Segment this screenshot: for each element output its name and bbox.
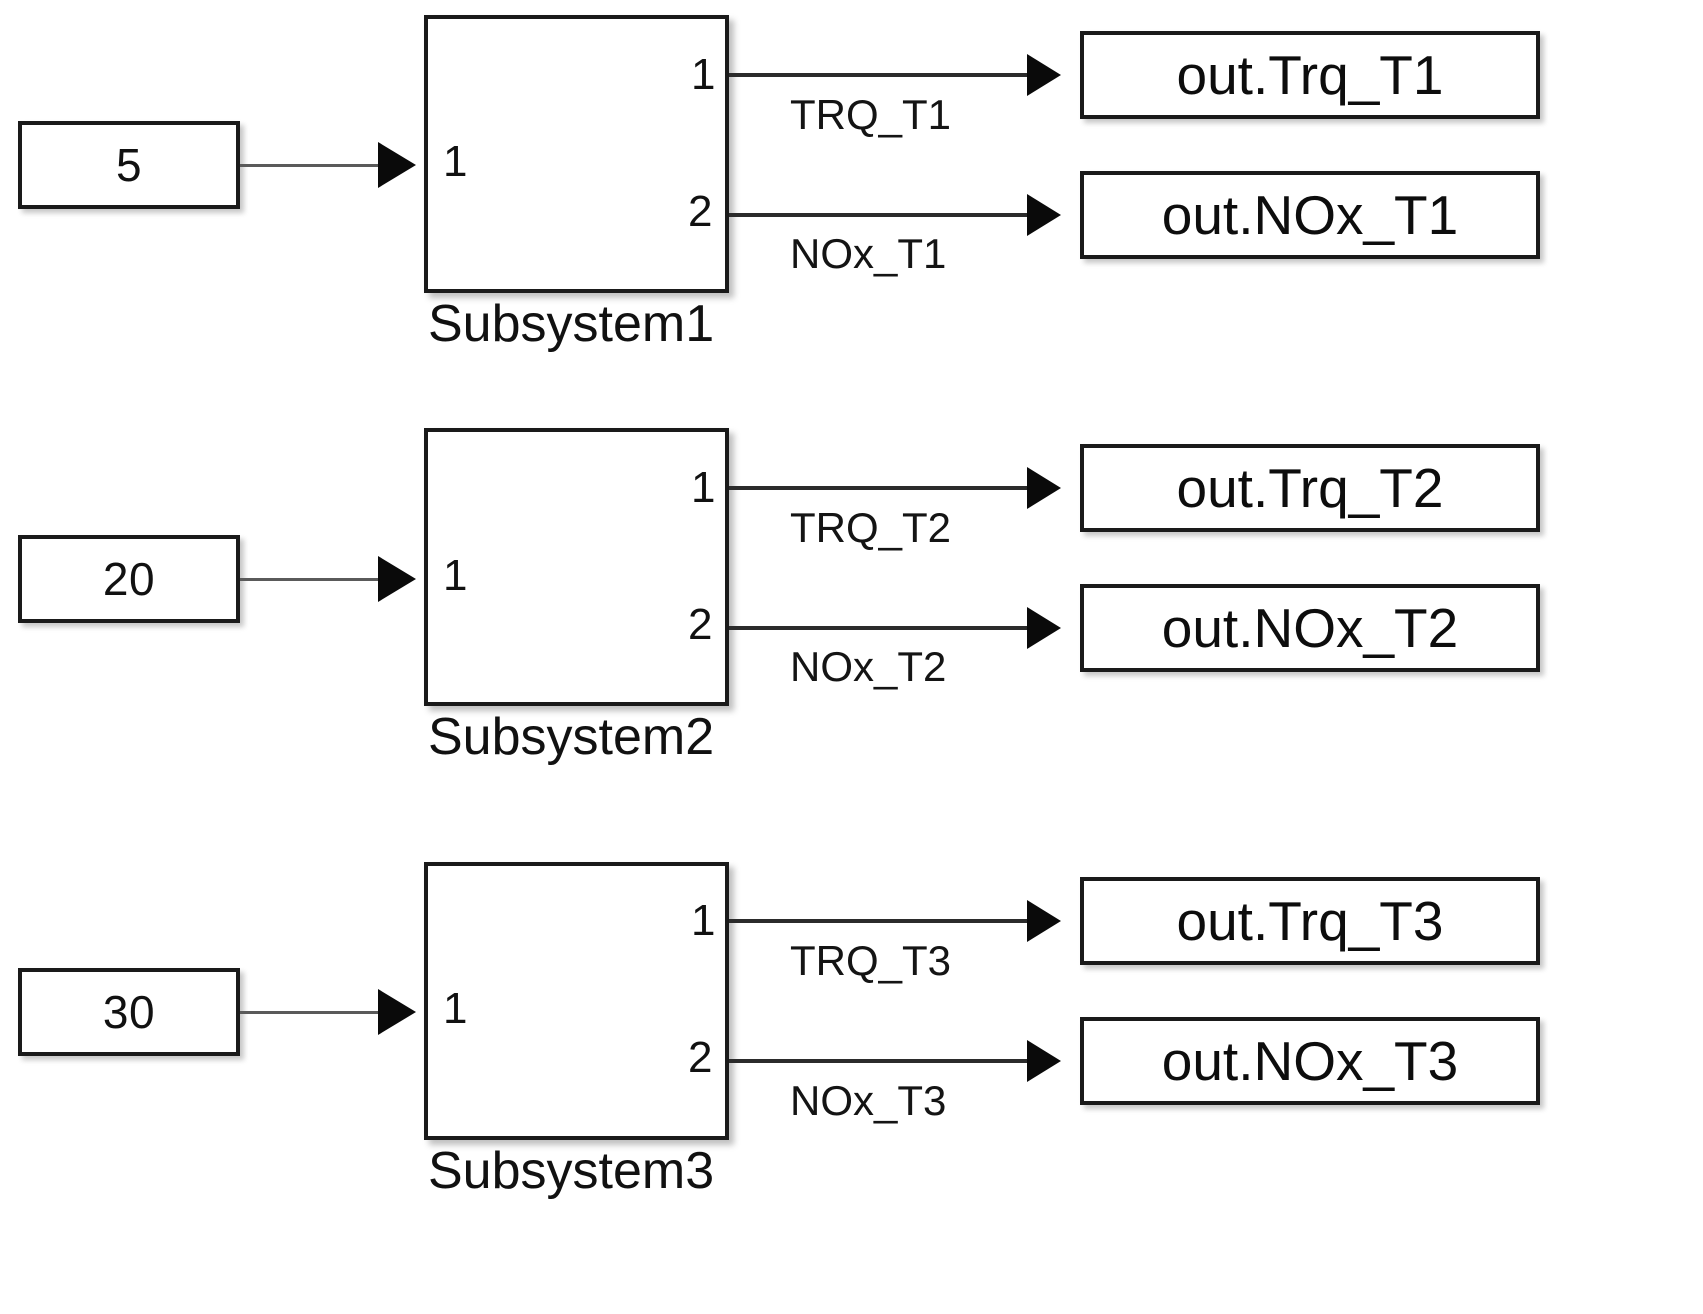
arrowhead-out-nox-1 xyxy=(1027,194,1061,236)
out-block-label: out.Trq_T1 xyxy=(1176,43,1444,106)
subsystem-caption-3: Subsystem3 xyxy=(428,1142,715,1200)
out-block-trq-3[interactable]: out.Trq_T3 xyxy=(1080,877,1540,965)
arrowhead-out-trq-3 xyxy=(1027,900,1061,942)
subsystem-output-port-number-2b: 2 xyxy=(688,600,713,649)
wire-constant-to-subsystem-3 xyxy=(240,1011,378,1014)
subsystem-input-port-number-2: 1 xyxy=(443,551,468,600)
wire-constant-to-subsystem-2 xyxy=(240,578,378,581)
subsystem-block-1[interactable] xyxy=(424,15,729,293)
subsystem-output-port-number-1b: 2 xyxy=(688,187,713,236)
arrowhead-subsystem-input-2 xyxy=(378,556,416,602)
signal-label-nox-1: NOx_T1 xyxy=(790,230,947,277)
subsystem-output-port-number-3a: 1 xyxy=(691,896,716,945)
subsystem-block-3[interactable] xyxy=(424,862,729,1140)
subsystem-caption-1: Subsystem1 xyxy=(428,295,715,353)
signal-label-trq-1: TRQ_T1 xyxy=(790,91,952,138)
out-block-trq-1[interactable]: out.Trq_T1 xyxy=(1080,31,1540,119)
signal-label-nox-3: NOx_T3 xyxy=(790,1077,947,1124)
constant-value: 30 xyxy=(102,986,156,1038)
signal-label-nox-2: NOx_T2 xyxy=(790,643,947,690)
arrowhead-out-nox-2 xyxy=(1027,607,1061,649)
constant-value: 5 xyxy=(115,139,143,191)
out-block-label: out.NOx_T2 xyxy=(1161,596,1459,659)
arrowhead-out-nox-3 xyxy=(1027,1040,1061,1082)
wire-trq-1 xyxy=(729,73,1027,77)
arrowhead-out-trq-2 xyxy=(1027,467,1061,509)
constant-block-1[interactable]: 5 xyxy=(18,121,240,209)
wire-trq-2 xyxy=(729,486,1027,490)
out-block-label: out.NOx_T3 xyxy=(1161,1029,1459,1092)
wire-trq-3 xyxy=(729,919,1027,923)
signal-label-trq-3: TRQ_T3 xyxy=(790,937,952,984)
out-block-trq-2[interactable]: out.Trq_T2 xyxy=(1080,444,1540,532)
wire-nox-3 xyxy=(729,1059,1027,1063)
wire-nox-2 xyxy=(729,626,1027,630)
arrowhead-out-trq-1 xyxy=(1027,54,1061,96)
subsystem-output-port-number-3b: 2 xyxy=(688,1033,713,1082)
out-block-nox-3[interactable]: out.NOx_T3 xyxy=(1080,1017,1540,1105)
arrowhead-subsystem-input-3 xyxy=(378,989,416,1035)
constant-block-2[interactable]: 20 xyxy=(18,535,240,623)
out-block-label: out.Trq_T2 xyxy=(1176,456,1444,519)
wire-constant-to-subsystem-1 xyxy=(240,164,378,167)
out-block-label: out.NOx_T1 xyxy=(1161,183,1459,246)
subsystem-input-port-number-3: 1 xyxy=(443,984,468,1033)
constant-value: 20 xyxy=(102,553,156,605)
out-block-label: out.Trq_T3 xyxy=(1176,889,1444,952)
subsystem-block-2[interactable] xyxy=(424,428,729,706)
arrowhead-subsystem-input-1 xyxy=(378,142,416,188)
signal-label-trq-2: TRQ_T2 xyxy=(790,504,952,551)
wire-nox-1 xyxy=(729,213,1027,217)
subsystem-output-port-number-1a: 1 xyxy=(691,50,716,99)
out-block-nox-1[interactable]: out.NOx_T1 xyxy=(1080,171,1540,259)
out-block-nox-2[interactable]: out.NOx_T2 xyxy=(1080,584,1540,672)
subsystem-output-port-number-2a: 1 xyxy=(691,463,716,512)
subsystem-input-port-number-1: 1 xyxy=(443,137,468,186)
subsystem-caption-2: Subsystem2 xyxy=(428,708,715,766)
constant-block-3[interactable]: 30 xyxy=(18,968,240,1056)
